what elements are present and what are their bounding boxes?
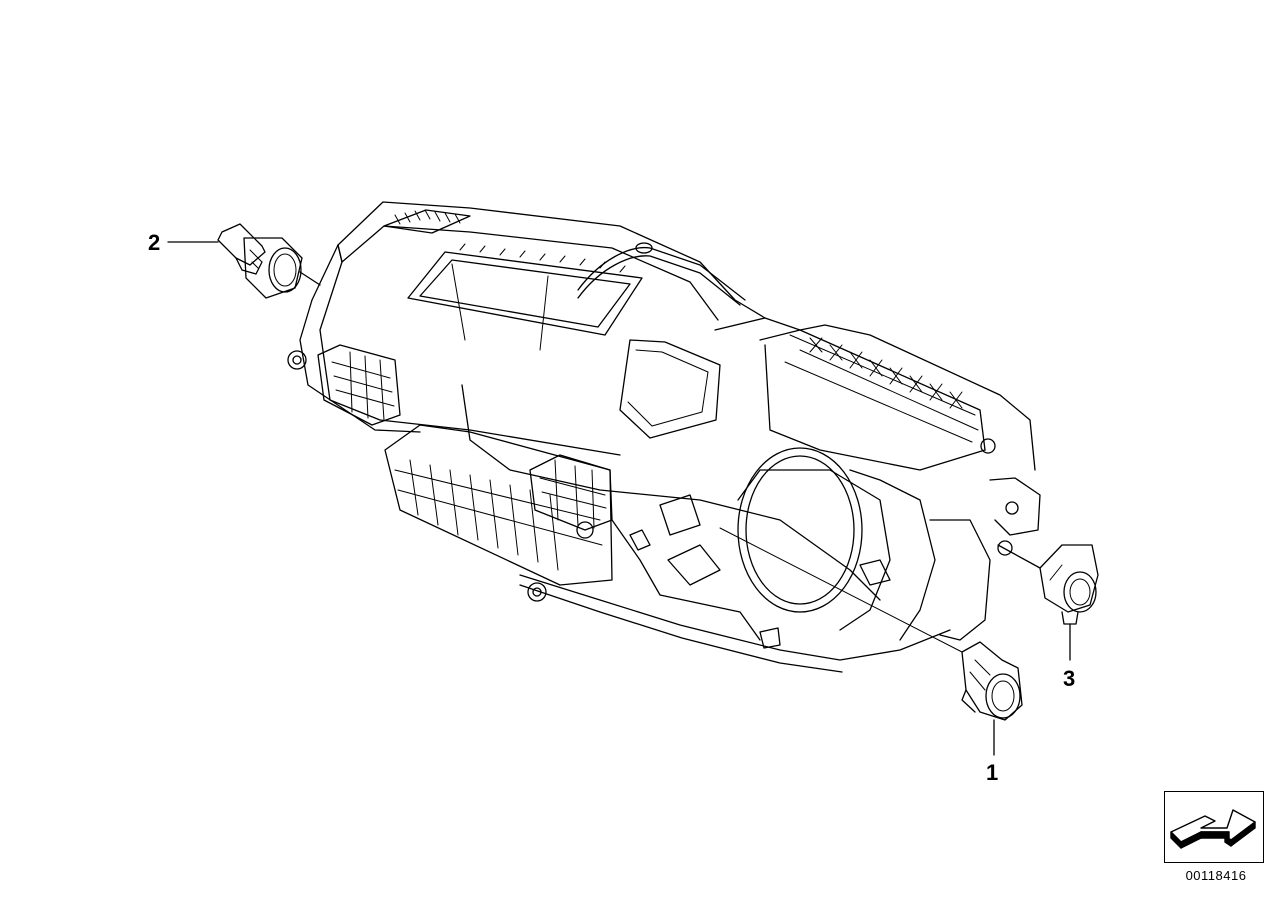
actuator-motor-part-2[interactable] <box>217 223 303 299</box>
leader-line-3-extension <box>997 544 1041 569</box>
leader-line-2-extension <box>299 271 321 286</box>
next-diagram-button[interactable] <box>1164 791 1264 863</box>
callout-3: 3 <box>1063 666 1075 691</box>
actuator-motor-part-3[interactable] <box>1039 544 1099 625</box>
actuator-motor-part-1[interactable] <box>961 641 1023 721</box>
heater-housing <box>287 201 1041 673</box>
diagram-number: 00118416 <box>1185 868 1247 883</box>
callout-1: 1 <box>986 760 998 785</box>
callout-2: 2 <box>148 230 160 255</box>
leader-line-1-extension <box>719 527 963 653</box>
next-arrow-icon <box>1170 809 1256 849</box>
